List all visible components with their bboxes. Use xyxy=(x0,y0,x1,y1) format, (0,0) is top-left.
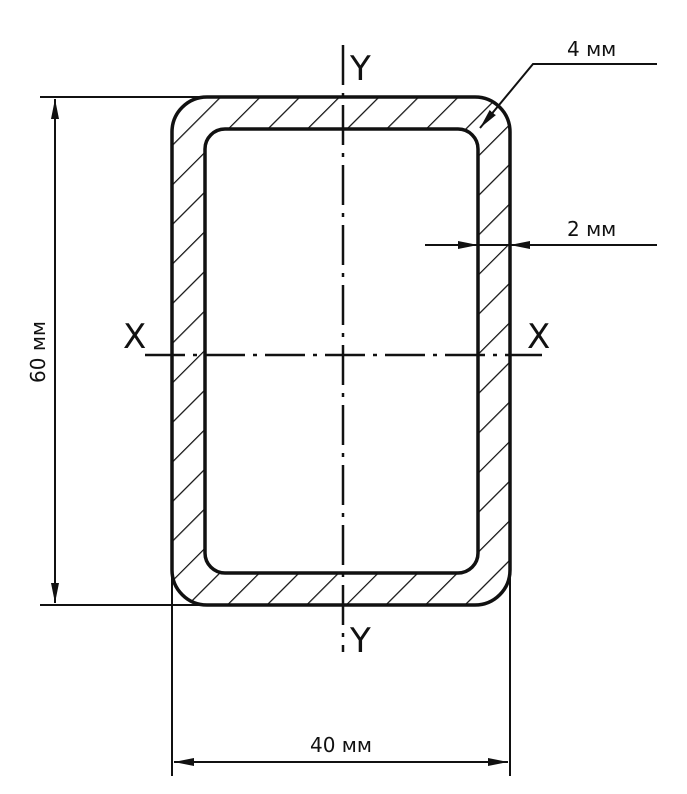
wall-thickness-label: 2 мм xyxy=(567,217,616,241)
x-axis-label-left: X xyxy=(123,317,146,357)
inner-contour xyxy=(203,127,480,575)
y-axis-label-bottom: Y xyxy=(349,621,371,661)
outer-contour xyxy=(170,95,512,607)
radius-dimension-label: 4 мм xyxy=(567,37,616,61)
x-axis-label-right: X xyxy=(527,317,550,357)
radius-leader-line xyxy=(479,63,657,129)
height-dimension-label: 60 мм xyxy=(26,321,50,383)
width-dimension-label: 40 мм xyxy=(310,733,372,757)
y-axis-label-top: Y xyxy=(349,49,371,89)
